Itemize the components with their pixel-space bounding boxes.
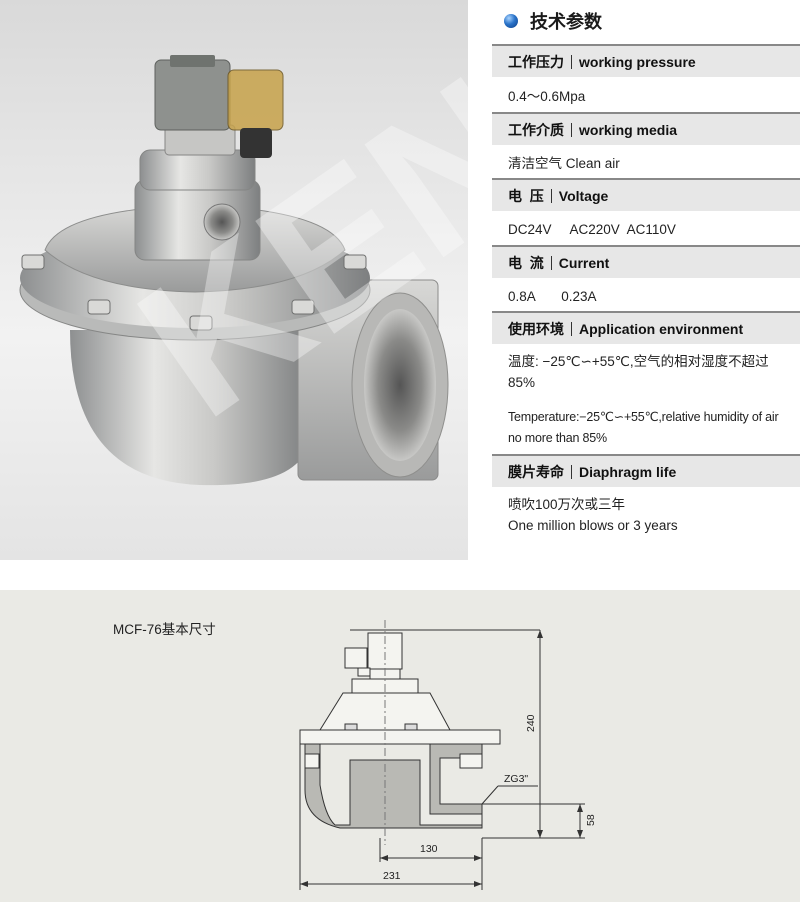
spec-value-voltage: DC24V AC220V AC110V — [508, 222, 676, 237]
dimension-drawing: MCF-76基本尺寸 — [0, 590, 800, 902]
label-en: working media — [579, 121, 678, 138]
label-cn: 电 流 — [508, 254, 544, 271]
label-cn: 电 压 — [508, 187, 544, 204]
label-cn: 使用环境 — [508, 320, 564, 337]
label-en: Current — [558, 254, 610, 271]
spec-header-media: 工作介质 working media — [492, 112, 800, 145]
spec-title-text: 技术参数 — [530, 12, 602, 32]
label-en: working pressure — [579, 53, 696, 70]
spec-value-pressure: 0.4～0.6Mpa — [508, 89, 586, 104]
spec-panel: 技术参数 工作压力 working pressure 0.4～0.6Mpa 工作介… — [492, 0, 800, 560]
dim-bottom-height: 58 — [585, 814, 597, 826]
label-cn: 工作介质 — [508, 121, 564, 138]
label-en: Voltage — [558, 187, 609, 204]
product-photo: KEN — [0, 0, 468, 560]
spec-value-current: 0.8A 0.23A — [508, 289, 597, 304]
spec-title: 技术参数 — [504, 6, 602, 36]
label-cn: 工作压力 — [508, 53, 564, 70]
spec-value-environment-en: Temperature:−25℃∽+55℃,relative humidity … — [508, 410, 779, 445]
drawing-svg: 240 58 130 231 ZG3" — [299, 620, 597, 890]
label-en: Diaphragm life — [579, 463, 677, 480]
pulse-valve-illustration: KEN — [19, 35, 468, 486]
spec-header-voltage: 电 压 Voltage — [492, 178, 800, 211]
dim-inner-width: 130 — [420, 843, 438, 855]
dim-height: 240 — [525, 714, 537, 732]
spec-value-diaphragm-en: One million blows or 3 years — [508, 518, 678, 533]
spec-value-diaphragm-cn: 喷吹100万次或三年 — [508, 497, 626, 512]
spec-value-media: 清洁空气 Clean air — [508, 156, 620, 171]
spec-header-diaphragm: 膜片寿命 Diaphragm life — [492, 454, 800, 487]
drawing-title: MCF-76基本尺寸 — [113, 622, 216, 637]
dim-overall-width: 231 — [383, 870, 401, 882]
spec-header-current: 电 流 Current — [492, 245, 800, 278]
bullet-icon — [504, 14, 518, 28]
spec-header-pressure: 工作压力 working pressure — [492, 44, 800, 77]
spec-value-environment-cn: 温度: −25℃∽+55℃,空气的相对湿度不超过85% — [508, 354, 769, 390]
spec-header-environment: 使用环境 Application environment — [492, 311, 800, 344]
label-en: Application environment — [579, 320, 744, 337]
label-cn: 膜片寿命 — [508, 463, 564, 480]
dim-thread: ZG3" — [504, 773, 528, 785]
